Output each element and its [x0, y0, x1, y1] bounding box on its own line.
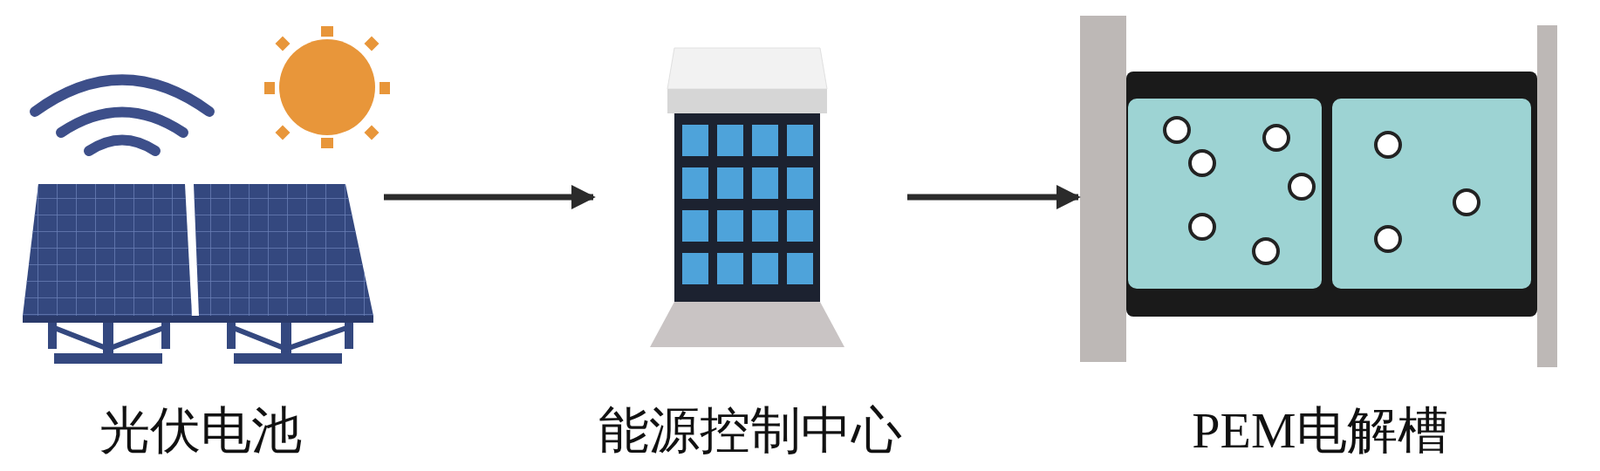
- illustration-node: 能源控制中心: [593, 15, 908, 459]
- solar-panel: [22, 184, 374, 364]
- flow-arrow: [383, 194, 594, 201]
- flow-arrow: [907, 194, 1079, 201]
- illustration-node: PEM电解槽: [1078, 15, 1562, 459]
- illustration-node: 光伏电池: [17, 15, 384, 459]
- building-symbol: [649, 47, 845, 348]
- caption: PEM电解槽: [1191, 403, 1448, 459]
- caption: 能源控制中心: [598, 403, 903, 459]
- caption: 光伏电池: [99, 403, 302, 459]
- wifi-symbol: [34, 80, 210, 152]
- sun-symbol: [264, 26, 390, 149]
- electrolyzer-symbol: [1080, 15, 1558, 368]
